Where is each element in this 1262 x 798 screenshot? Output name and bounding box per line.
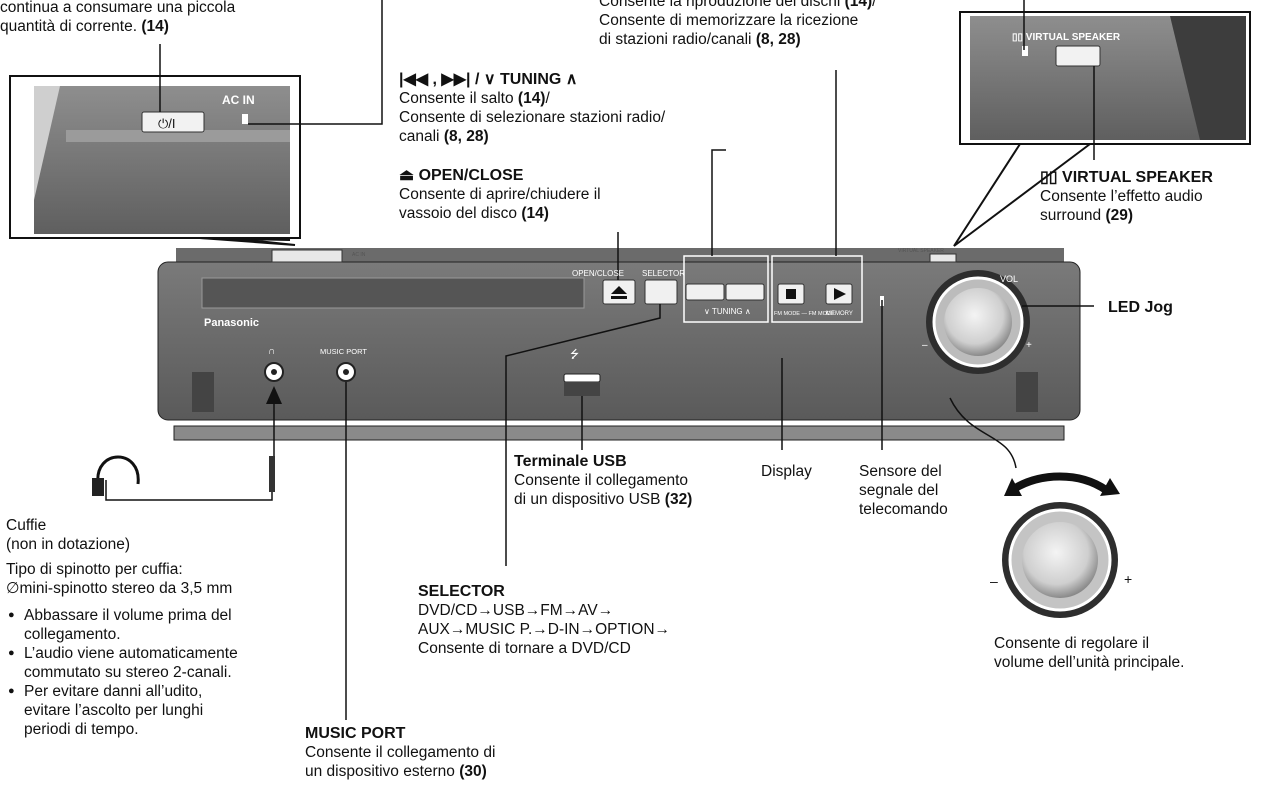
play-note-ref1: (14) bbox=[844, 0, 873, 10]
selector-line2: AUX→MUSIC P.→D-IN→OPTION→ bbox=[418, 621, 671, 638]
virtual-speaker-ref: (29) bbox=[1105, 207, 1134, 224]
tuning-title: |◀◀ , ▶▶| / ∨ TUNING ∧ bbox=[399, 71, 578, 88]
music-port-title: MUSIC PORT bbox=[305, 725, 406, 742]
selector-callout: SELECTOR DVD/CD→USB→FM→AV→ AUX→MUSIC P.→… bbox=[418, 582, 670, 658]
tuning-ref1: (14) bbox=[517, 90, 546, 107]
volume-line1: Consente di regolare il bbox=[994, 635, 1150, 652]
device-vol-label: VOL bbox=[1000, 274, 1018, 284]
inset-power-callout bbox=[9, 75, 301, 246]
tuning-line1: Consente il salto bbox=[399, 90, 514, 107]
display-label: Display bbox=[761, 463, 812, 480]
open-close-line2: vassoio del disco bbox=[399, 205, 518, 222]
power-note-line1: continua a consumare una piccola bbox=[0, 0, 236, 16]
power-note-line2: quantità di corrente. bbox=[0, 18, 138, 35]
device-open-close-label: OPEN/CLOSE bbox=[572, 269, 624, 278]
inset-ac-in-text: AC IN bbox=[222, 93, 255, 107]
sensor-callout: Sensore del segnale del telecomando bbox=[859, 462, 948, 519]
selector-line1: DVD/CD→USB→FM→AV→ bbox=[418, 602, 614, 619]
main-unit bbox=[157, 248, 1081, 441]
power-note: continua a consumare una piccola quantit… bbox=[0, 0, 235, 36]
usb-title: Terminale USB bbox=[514, 453, 627, 470]
music-port-line1: Consente il collegamento di bbox=[305, 744, 496, 761]
device-minus-label: – bbox=[922, 340, 928, 351]
play-note-line2: Consente di memorizzare la ricezione bbox=[599, 12, 859, 29]
virtual-speaker-callout: ▯▯ VIRTUAL SPEAKER Consente l’effetto au… bbox=[1040, 168, 1213, 225]
music-port-ref: (30) bbox=[459, 763, 487, 780]
usb-line1: Consente il collegamento bbox=[514, 472, 689, 489]
device-music-port-label: MUSIC PORT bbox=[320, 347, 367, 356]
device-ac-in-label: AC IN bbox=[352, 252, 366, 258]
volume-line2: volume dell’unità principale. bbox=[994, 654, 1185, 671]
selector-title: SELECTOR bbox=[418, 583, 505, 600]
device-fm-mode-label: FM MODE — FM MODE bbox=[774, 311, 835, 317]
headphones-bullet: Per evitare danni all’udito, evitare l’a… bbox=[6, 682, 238, 739]
headphones-line1: Cuffie bbox=[6, 517, 47, 534]
sensor-line3: telecomando bbox=[859, 501, 948, 518]
knob-plus-label: + bbox=[1124, 571, 1132, 587]
headphones-bullet: Abbassare il volume prima del collegamen… bbox=[6, 606, 238, 644]
volume-knob-illustration bbox=[1002, 472, 1120, 618]
device-plus-label: + bbox=[1026, 340, 1032, 351]
play-note-line1: Consente la riproduzione dei dischi bbox=[599, 0, 841, 10]
headphones-line4: ∅mini-spinotto stereo da 3,5 mm bbox=[6, 580, 233, 597]
play-memory-note: Consente la riproduzione dei dischi (14)… bbox=[599, 0, 876, 49]
brand-logo-text: Panasonic bbox=[204, 317, 259, 329]
tuning-ref2: (8, 28) bbox=[443, 128, 489, 145]
tuning-line2: Consente di selezionare stazioni radio/ bbox=[399, 109, 666, 126]
open-close-line1: Consente di aprire/chiudere il bbox=[399, 186, 601, 203]
device-tuning-label: ∨ TUNING ∧ bbox=[704, 307, 751, 316]
virtual-speaker-title: ▯▯ VIRTUAL SPEAKER bbox=[1040, 169, 1213, 186]
device-memory-label: MEMORY bbox=[826, 311, 853, 317]
sensor-line2: segnale del bbox=[859, 482, 939, 499]
usb-ref: (32) bbox=[664, 491, 693, 508]
open-close-ref: (14) bbox=[521, 205, 549, 222]
led-jog-label: LED Jog bbox=[1108, 299, 1173, 316]
tuning-line3: canali bbox=[399, 128, 440, 145]
knob-minus-label: – bbox=[990, 573, 998, 589]
music-port-line2: un dispositivo esterno bbox=[305, 763, 455, 780]
selector-line3: Consente di tornare a DVD/CD bbox=[418, 640, 631, 657]
music-port-callout: MUSIC PORT Consente il collegamento di u… bbox=[305, 724, 495, 781]
device-selector-label: SELECTOR bbox=[642, 269, 685, 278]
usb-icon: ⭍ bbox=[570, 348, 579, 361]
callout-lines bbox=[96, 0, 1095, 720]
tuning-callout: |◀◀ , ▶▶| / ∨ TUNING ∧ Consente il salto… bbox=[399, 71, 666, 145]
headphones-line2: (non in dotazione) bbox=[6, 536, 131, 553]
headphones-callout: Cuffie (non in dotazione) Tipo di spinot… bbox=[6, 516, 238, 739]
usb-line2: di un dispositivo USB bbox=[514, 491, 661, 508]
play-note-line3: di stazioni radio/canali bbox=[599, 31, 752, 48]
inset-virtual-speaker-callout bbox=[953, 11, 1251, 247]
open-close-title: ⏏ OPEN/CLOSE bbox=[399, 167, 524, 184]
virtual-speaker-line1: Consente l’effetto audio bbox=[1040, 188, 1203, 205]
power-note-ref: (14) bbox=[141, 18, 169, 35]
device-headphone-icon-label: ∩ bbox=[268, 346, 275, 357]
usb-callout: Terminale USB Consente il collegamento d… bbox=[514, 452, 692, 509]
headphones-line3: Tipo di spinotto per cuffia: bbox=[6, 561, 183, 578]
open-close-callout: ⏏ OPEN/CLOSE Consente di aprire/chiudere… bbox=[399, 166, 601, 223]
inset-power-glyph: ⏻/I bbox=[158, 116, 176, 131]
volume-callout: Consente di regolare il volume dell’unit… bbox=[994, 634, 1184, 672]
virtual-speaker-line2: surround bbox=[1040, 207, 1102, 224]
device-vs-label: VIRTUAL SPEAKER bbox=[898, 248, 944, 254]
sensor-line1: Sensore del bbox=[859, 463, 942, 480]
inset-vs-text: ▯▯ VIRTUAL SPEAKER bbox=[1012, 32, 1121, 43]
play-note-ref2: (8, 28) bbox=[755, 31, 801, 48]
headphones-bullet: L’audio viene automaticamente commutato … bbox=[6, 644, 238, 682]
